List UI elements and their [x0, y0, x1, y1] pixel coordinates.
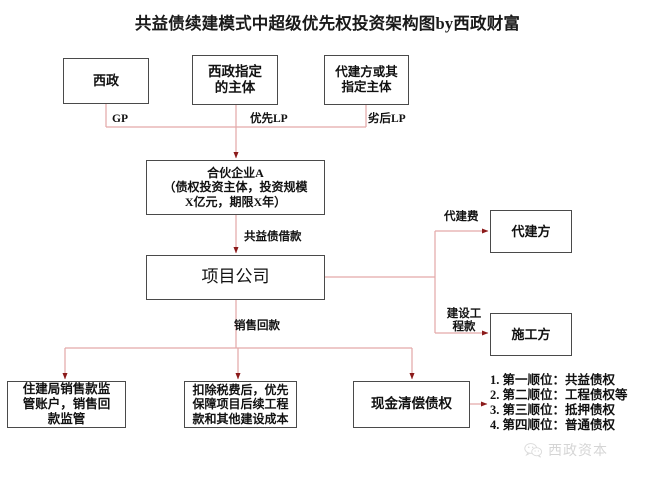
priority-list-item: 2. 第二顺位：工程债权等 — [490, 388, 628, 402]
node-tax-priority[interactable]: 扣除税费后，优先保障项目后续工程款和其他建设成本 — [184, 381, 297, 428]
edge-label-gp: GP — [112, 113, 128, 125]
priority-list: 1. 第一顺位：共益债权 2. 第二顺位：工程债权等 3. 第三顺位：抵押债权 … — [490, 373, 655, 433]
edge-label-public-interest-loan: 共益债借款 — [244, 231, 302, 243]
node-appointed-entity[interactable]: 西政指定的主体 — [192, 55, 278, 105]
node-project-company[interactable]: 项目公司 — [146, 255, 325, 300]
node-construction-agent[interactable]: 代建方 — [490, 210, 572, 253]
node-cash-repayment[interactable]: 现金清偿债权 — [353, 381, 470, 428]
edge-label-priority-lp: 优先LP — [250, 113, 288, 125]
watermark-text: 西政资本 — [548, 444, 608, 459]
page-title: 共益债续建模式中超级优先权投资架构图by西政财富 — [134, 14, 521, 33]
edge-label-sales-collection: 销售回款 — [234, 320, 280, 332]
wechat-icon — [524, 443, 543, 458]
edge-label-subordinate-lp: 劣后LP — [368, 113, 406, 125]
node-builder[interactable]: 施工方 — [490, 313, 572, 356]
priority-list-item: 3. 第三顺位：抵押债权 — [490, 403, 616, 417]
node-xizheng[interactable]: 西政 — [63, 58, 149, 104]
priority-list-item: 1. 第一顺位：共益债权 — [490, 373, 616, 387]
watermark: 西政资本 — [524, 440, 608, 460]
node-escrow-account[interactable]: 住建局销售款监管账户，销售回款监管 — [7, 381, 126, 428]
edge-label-agent-fee: 代建费 — [444, 211, 479, 223]
priority-list-item: 4. 第四顺位：普通债权 — [490, 418, 616, 432]
edge-label-construction-payment: 建设工程款 — [446, 308, 482, 333]
node-agent-entity[interactable]: 代建方或其指定主体 — [324, 55, 409, 105]
